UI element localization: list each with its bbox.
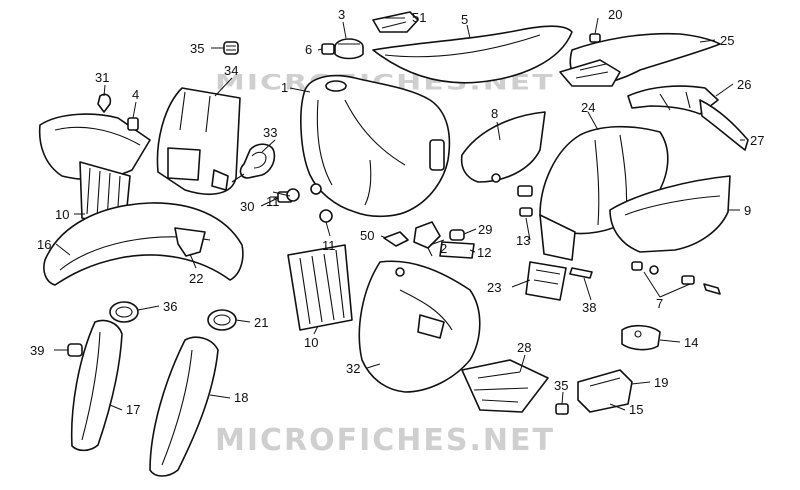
callout-35-bottom: 35 (554, 378, 568, 393)
callout-1: 1 (281, 80, 288, 95)
part-25-rear-fender (559, 32, 721, 87)
callout-34: 34 (224, 63, 238, 78)
callout-33: 33 (263, 125, 277, 140)
callout-12: 12 (477, 245, 491, 260)
callout-7: 7 (656, 296, 663, 311)
callout-5: 5 (461, 12, 468, 27)
callout-50: 50 (360, 228, 374, 243)
part-3-fuel-cap (334, 38, 364, 60)
part-16-front-fender (43, 202, 244, 286)
watermark-bottom: MICROFICHES.NET (215, 423, 555, 458)
callout-27: 27 (750, 133, 764, 148)
callout-29: 29 (478, 222, 492, 237)
callout-36: 36 (163, 299, 177, 314)
callout-51: 51 (412, 10, 426, 25)
callout-30: 30 (240, 199, 254, 214)
part-50-tank-cover (383, 231, 409, 247)
callout-11-right: 11 (322, 238, 336, 253)
callout-14: 14 (684, 335, 698, 350)
callout-18: 18 (234, 390, 248, 405)
callout-22: 22 (189, 271, 203, 286)
callout-3: 3 (338, 7, 345, 22)
part-27-mounting-rail (699, 99, 749, 151)
callout-13: 13 (516, 233, 530, 248)
callout-26: 26 (737, 77, 751, 92)
callout-20: 20 (608, 7, 622, 22)
part-4-clip (127, 117, 139, 131)
callout-15: 15 (629, 402, 643, 417)
callout-labels: 51 5 3 6 1 35 34 33 31 4 10 16 22 30 11 … (30, 7, 764, 417)
callout-38: 38 (582, 300, 596, 315)
part-21-clamp (207, 309, 237, 331)
part-23-plate (525, 261, 567, 301)
callout-32: 32 (346, 361, 360, 376)
callout-39: 39 (30, 343, 44, 358)
callout-23: 23 (487, 280, 501, 295)
part-5-seat (372, 25, 573, 84)
callout-2: 2 (440, 241, 447, 256)
part-1-fuel-tank (300, 74, 451, 218)
part-6-bolt (321, 43, 335, 55)
part-18-fork-guard-right (149, 336, 219, 477)
part-7-screw-kit (631, 261, 721, 295)
callout-11-left: 11 (266, 194, 280, 209)
part-2-fuel-tap (413, 221, 441, 257)
part-38-bolt (569, 267, 593, 279)
part-20-nut (589, 33, 601, 43)
leader-lines (54, 17, 745, 411)
part-36-clamp (109, 301, 139, 323)
part-17-fork-guard-left (70, 319, 123, 452)
part-35-nut-top (223, 41, 239, 55)
part-32-radiator-shroud (358, 260, 481, 393)
callout-21: 21 (254, 315, 268, 330)
part-8-side-panel (460, 111, 546, 183)
part-19-tail-light (577, 369, 633, 413)
callout-10-center: 10 (304, 335, 318, 350)
part-33-rubber-strap (231, 143, 276, 183)
callout-19: 19 (654, 375, 668, 390)
part-14-clip (621, 324, 661, 351)
part-10-radiator-grille-center (287, 244, 353, 331)
part-39-clip (67, 343, 83, 357)
callout-17: 17 (126, 402, 140, 417)
part-29-grommet (449, 229, 465, 241)
part-9-side-panel (609, 175, 731, 253)
callout-25: 25 (720, 33, 734, 48)
part-11-grommet-a (286, 188, 300, 202)
part-28-decal-kit (461, 359, 549, 413)
part-34-headlight-mask (156, 87, 241, 196)
part-51-tank-pad (372, 11, 419, 33)
part-13-spacer (517, 185, 533, 217)
callout-24: 24 (581, 100, 595, 115)
callout-10-left: 10 (55, 207, 69, 222)
callout-9: 9 (744, 203, 751, 218)
callout-4: 4 (132, 87, 139, 102)
callout-35-top: 35 (190, 41, 204, 56)
callout-8: 8 (491, 106, 498, 121)
part-22-fender-bracket (174, 227, 206, 257)
part-12-bracket (439, 241, 475, 259)
callout-31: 31 (95, 70, 109, 85)
part-35-nut-bottom (555, 403, 569, 415)
callout-6: 6 (305, 42, 312, 57)
callout-28: 28 (517, 340, 531, 355)
callout-16: 16 (37, 237, 51, 252)
